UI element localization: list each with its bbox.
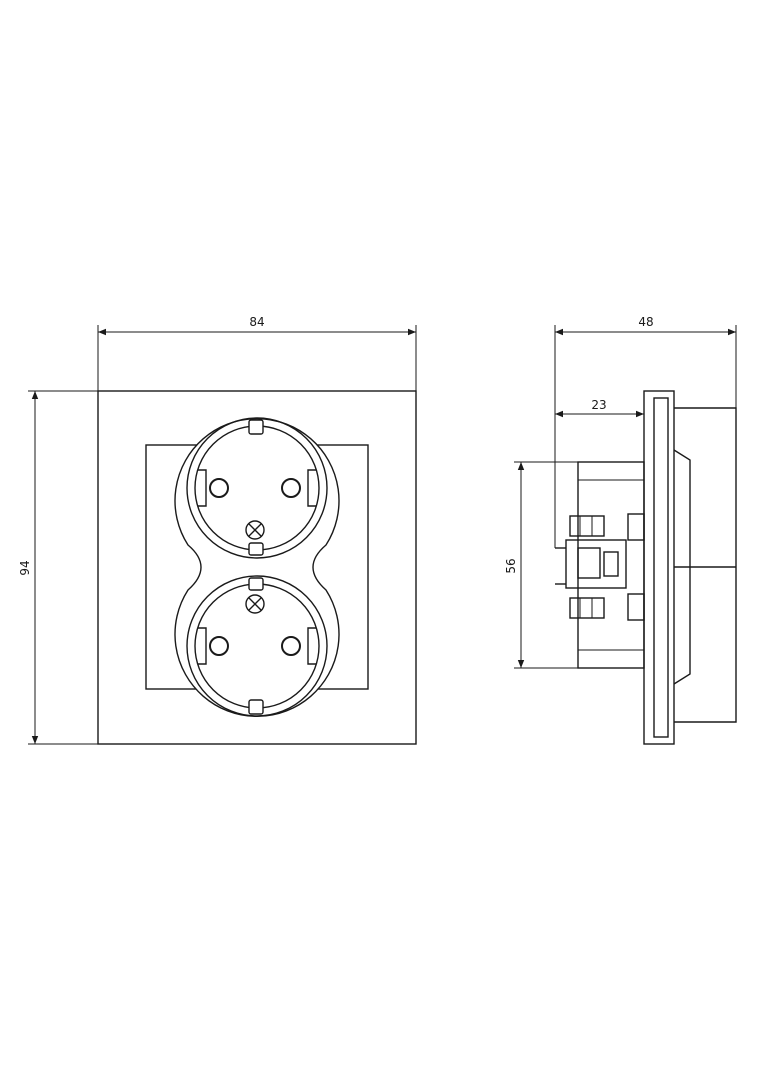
side-height-label: 56	[504, 558, 518, 573]
side-cover-plate	[643, 390, 675, 745]
dimension-side-height: 56	[504, 461, 578, 669]
side-socket-face	[674, 407, 737, 723]
upper-screw-icon	[245, 520, 265, 540]
dimension-front-width: 84	[97, 315, 417, 391]
side-mechanism-body	[577, 461, 645, 669]
side-depth-label: 48	[638, 315, 653, 329]
lower-pin-hole-right	[281, 636, 301, 656]
upper-earth-clip-top	[248, 419, 264, 435]
lower-socket-notch-right	[307, 627, 316, 665]
dimension-side-offset: 23	[555, 391, 645, 418]
lower-screw-icon	[245, 594, 265, 614]
side-terminal-upper	[569, 513, 645, 541]
side-cover-frame	[653, 397, 669, 738]
upper-pin-hole-left	[209, 478, 229, 498]
upper-pin-hole-right	[281, 478, 301, 498]
upper-earth-clip-bottom	[248, 542, 264, 556]
upper-socket-notch-right	[307, 469, 316, 507]
lower-socket-ring	[186, 575, 328, 717]
lower-socket-notch-left	[198, 627, 207, 665]
dimension-side-depth: 48	[554, 315, 737, 548]
lower-earth-clip-top	[248, 577, 264, 591]
lower-earth-clip-bottom	[248, 699, 264, 715]
socket-pair	[174, 417, 340, 717]
side-view: 48 23 56	[504, 315, 737, 745]
upper-socket-ring	[186, 417, 328, 559]
side-offset-label: 23	[591, 398, 606, 412]
dimension-front-height: 94	[18, 390, 98, 745]
front-height-label: 94	[18, 560, 32, 575]
front-outer-frame	[97, 390, 417, 745]
side-terminal-middle	[555, 539, 627, 589]
lower-pin-hole-left	[209, 636, 229, 656]
front-width-label: 84	[249, 315, 264, 329]
upper-socket-notch-left	[198, 469, 207, 507]
front-view: 84 94	[18, 315, 417, 745]
side-terminal-lower	[569, 593, 645, 621]
